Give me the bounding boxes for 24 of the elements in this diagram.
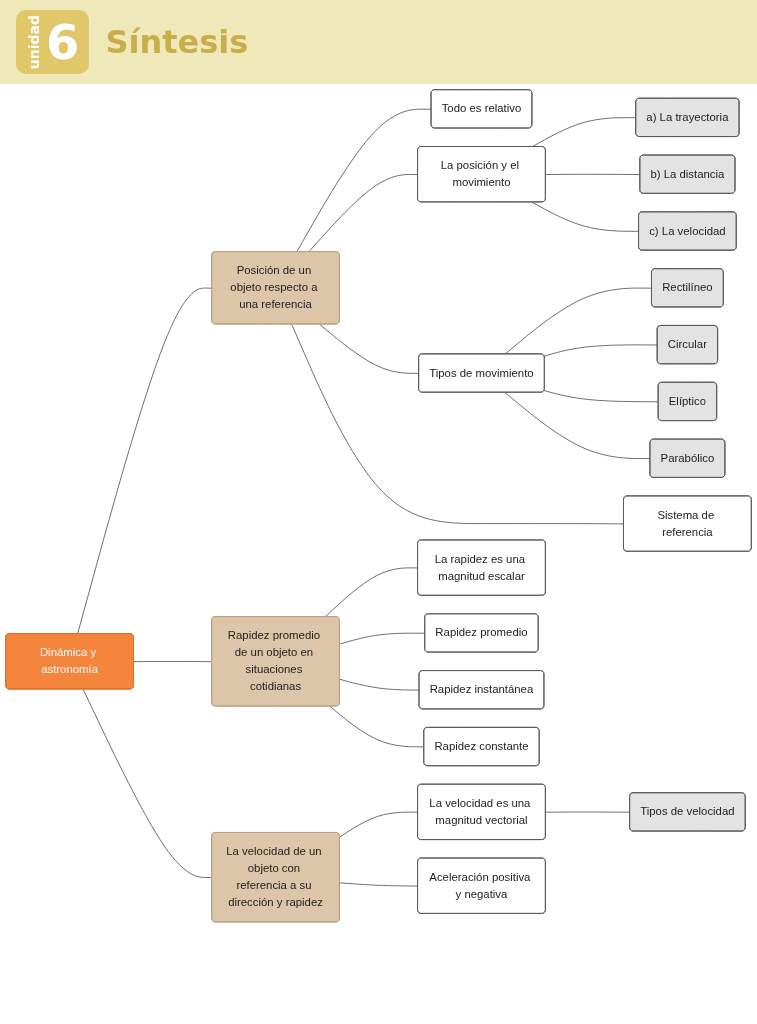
connector	[329, 706, 425, 748]
connector	[504, 287, 653, 355]
unit-number: 6	[46, 14, 80, 70]
title: Síntesis	[105, 23, 249, 61]
connector	[339, 811, 419, 838]
connector	[543, 390, 659, 403]
connector	[319, 324, 420, 374]
connector	[291, 324, 625, 525]
connector	[133, 661, 213, 663]
connector	[531, 201, 640, 232]
connector	[543, 344, 658, 357]
connector	[308, 174, 419, 253]
connector	[82, 689, 213, 878]
connector	[504, 392, 651, 459]
unit-label: unidad	[26, 14, 42, 70]
connector	[296, 108, 432, 253]
connector	[531, 117, 637, 148]
connector	[339, 882, 419, 887]
connector	[545, 173, 641, 175]
connector	[77, 287, 213, 635]
connector	[339, 632, 426, 645]
connector	[339, 678, 420, 691]
connector	[545, 811, 631, 813]
connector	[324, 567, 419, 618]
